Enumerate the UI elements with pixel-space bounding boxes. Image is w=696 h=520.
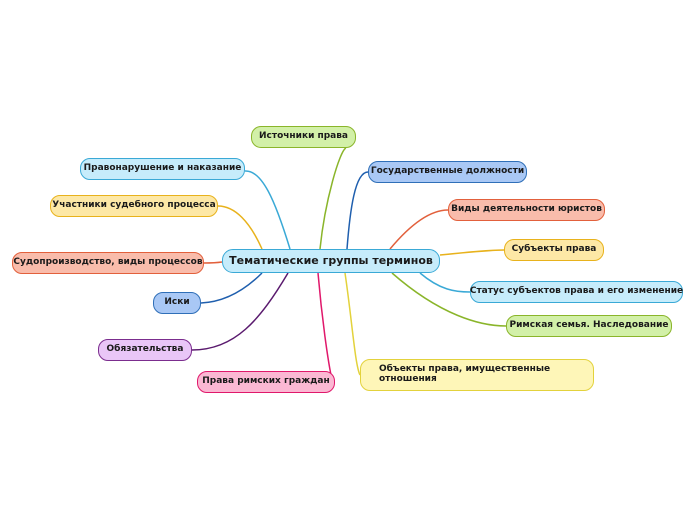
topic-label: Государственные должности [370, 166, 525, 177]
topic-label: Иски [164, 297, 190, 308]
topic-legal-proceedings[interactable]: Судопроизводство, виды процессов [12, 252, 204, 274]
topic-label: Судопроизводство, виды процессов [13, 257, 203, 268]
topic-subject-status[interactable]: Статус субъектов права и его изменение [470, 281, 683, 303]
topic-roman-citizen-rights[interactable]: Права римских граждан [197, 371, 335, 393]
connector-state-positions [346, 171, 369, 250]
connector-lawyer-activities [389, 209, 449, 250]
topic-label: Участники судебного процесса [52, 200, 216, 211]
topic-roman-family[interactable]: Римская семья. Наследование [506, 315, 672, 337]
topic-label: Источники права [258, 131, 349, 142]
connector-sources [319, 147, 347, 250]
connector-offense [244, 170, 291, 250]
central-topic[interactable]: Тематические группы терминов [222, 249, 440, 273]
connector-participants [217, 205, 263, 250]
topic-lawyer-activities[interactable]: Виды деятельности юристов [448, 199, 605, 221]
topic-offense-and-punishment[interactable]: Правонарушение и наказание [80, 158, 245, 180]
topic-state-positions[interactable]: Государственные должности [368, 161, 527, 183]
connector-lawsuits [200, 272, 263, 304]
connector-legal-subjects [439, 249, 505, 256]
topic-label: Правонарушение и наказание [83, 163, 242, 174]
topic-property-objects[interactable]: Объекты права, имущественные отношения [360, 359, 594, 391]
connector-obligations [191, 272, 289, 351]
topic-legal-subjects[interactable]: Субъекты права [504, 239, 604, 261]
topic-obligations[interactable]: Обязательства [98, 339, 192, 361]
topic-trial-participants[interactable]: Участники судебного процесса [50, 195, 218, 217]
topic-label: Права римских граждан [202, 376, 330, 387]
topic-label: Статус субъектов права и его изменение [469, 286, 684, 297]
connector-property-objects [344, 272, 361, 376]
topic-label: Обязательства [106, 344, 184, 355]
connector-proceedings [203, 261, 223, 264]
topic-sources-of-law[interactable]: Источники права [251, 126, 356, 148]
topic-label: Субъекты права [511, 244, 597, 255]
central-topic-label: Тематические группы терминов [229, 253, 433, 267]
topic-label: Виды деятельности юристов [451, 204, 602, 215]
topic-label: Объекты права, имущественные отношения [379, 364, 551, 384]
connector-roman-family [391, 272, 507, 327]
topic-lawsuits[interactable]: Иски [153, 292, 201, 314]
topic-label: Римская семья. Наследование [509, 320, 669, 331]
connector-subject-status [419, 272, 471, 293]
connector-citizen-rights [317, 272, 332, 376]
